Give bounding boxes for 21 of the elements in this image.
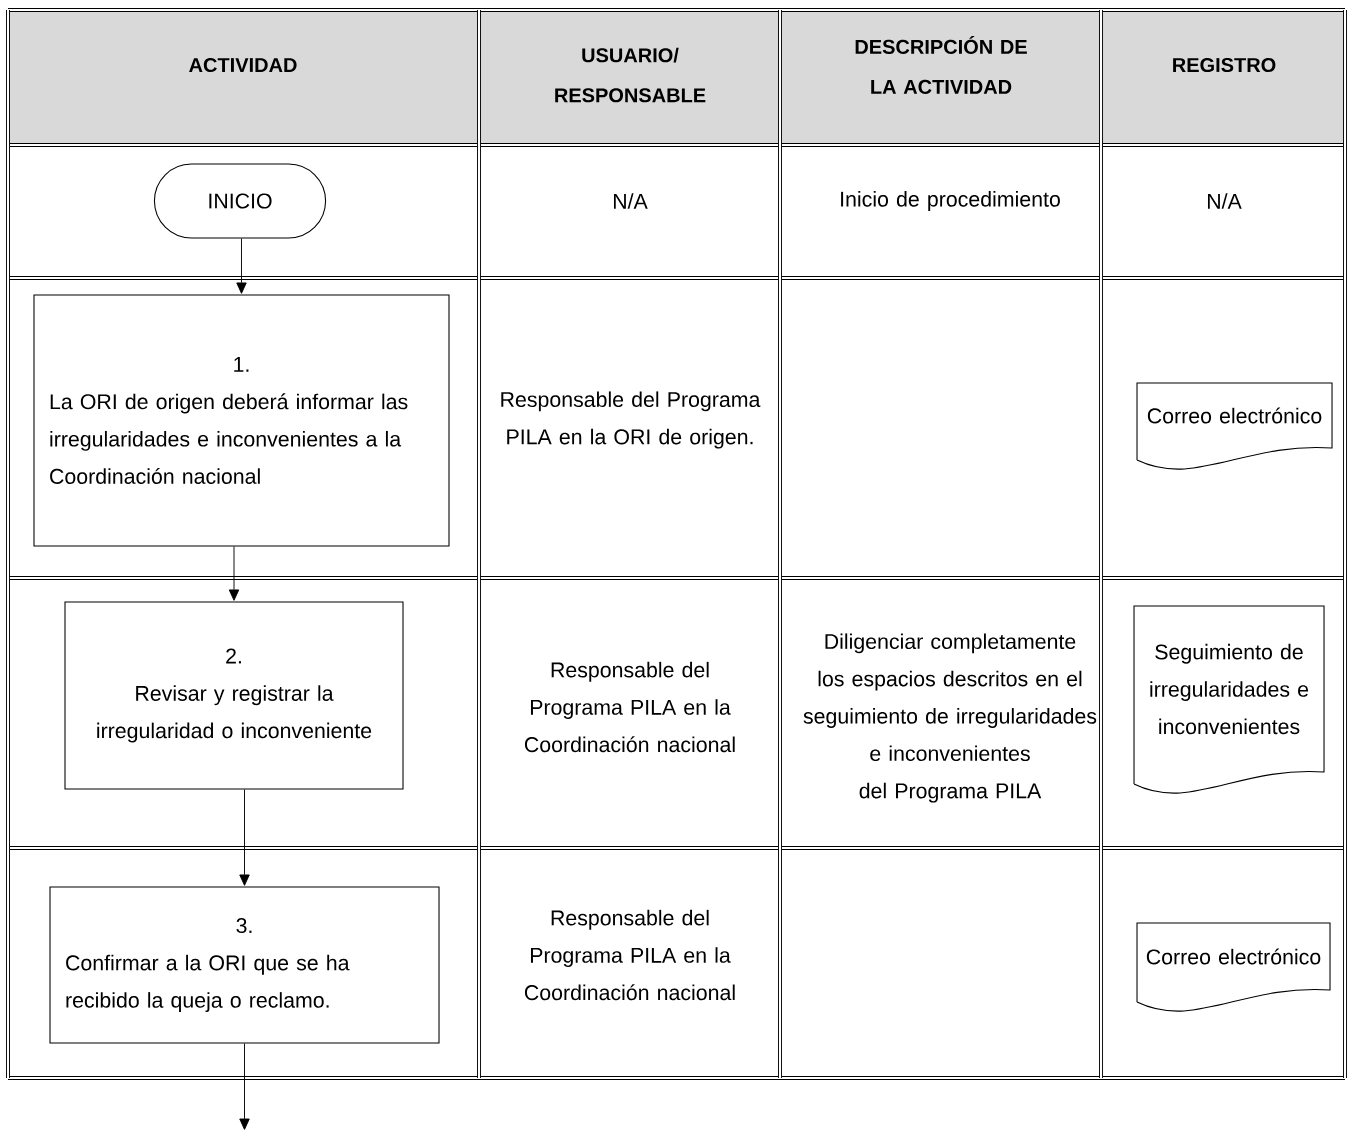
column-heading: REGISTRO <box>1173 57 1276 73</box>
document-shape: Seguimiento de irregularidades e inconvenientes <box>1133 605 1325 794</box>
table-text: Responsable del Programa PILA en la ORI de origen. <box>501 391 761 449</box>
table-text: Responsable del Programa PILA en la Coordinación nacional <box>524 909 735 1001</box>
arrow <box>239 789 250 886</box>
table-text: Diligenciar completamente los espacios descritos en el seguimiento de irregularidades e inconvenientes del Programa PILA <box>803 633 1097 803</box>
table-text: Inicio de procedimiento <box>841 191 1060 211</box>
arrow <box>236 238 247 294</box>
arrow <box>239 1043 250 1130</box>
document-shape: Correo electrónico <box>1136 382 1333 470</box>
column-heading: USUARIO/ RESPONSABLE <box>555 47 706 103</box>
document-shape: Correo electrónico <box>1136 922 1331 1012</box>
table-text: N/A <box>614 193 648 209</box>
table-text: N/A <box>1208 193 1242 209</box>
arrow <box>228 546 240 601</box>
process-box: 3. Confirmar a la ORI que se ha recibido la queja o reclamo. <box>49 886 440 1044</box>
process-box: 1. La ORI de origen deberá informar las irregularidades e inconvenientes a la Coordinación nacional <box>33 294 450 547</box>
column-heading: ACTIVIDAD <box>189 57 297 73</box>
column-heading: DESCRIPCIÓN DE LA ACTIVIDAD <box>855 36 1027 94</box>
table-text: Responsable del Programa PILA en la Coordinación nacional <box>524 661 735 753</box>
process-box: 2. Revisar y registrar la irregularidad o inconveniente <box>64 601 404 790</box>
